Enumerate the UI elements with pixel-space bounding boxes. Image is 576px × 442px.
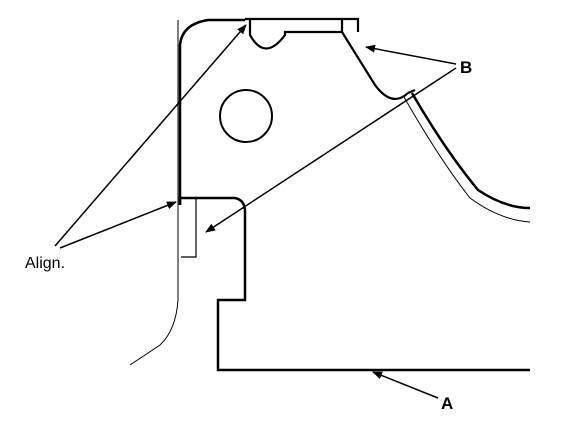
contour-thick xyxy=(410,92,531,210)
label-b: B xyxy=(460,58,473,77)
align-arrow-lower xyxy=(59,201,177,249)
a-arrow xyxy=(372,371,439,399)
part-b-top-notch xyxy=(248,20,344,50)
b-arrow-lower xyxy=(205,67,457,233)
alignment-tab xyxy=(181,197,197,258)
b-arrow-upper xyxy=(365,44,457,65)
part-b-slope-edge xyxy=(341,31,416,101)
part-b-outer-outline xyxy=(129,20,179,366)
align-arrow-upper xyxy=(54,24,247,247)
label-align: Align. xyxy=(25,255,66,272)
part-b-main-outline xyxy=(178,18,245,205)
label-a: A xyxy=(441,394,454,413)
bolt-hole xyxy=(219,89,273,143)
part-a-outline xyxy=(178,196,530,372)
contour-thin xyxy=(403,96,531,223)
part-b-top-edge xyxy=(245,17,360,32)
